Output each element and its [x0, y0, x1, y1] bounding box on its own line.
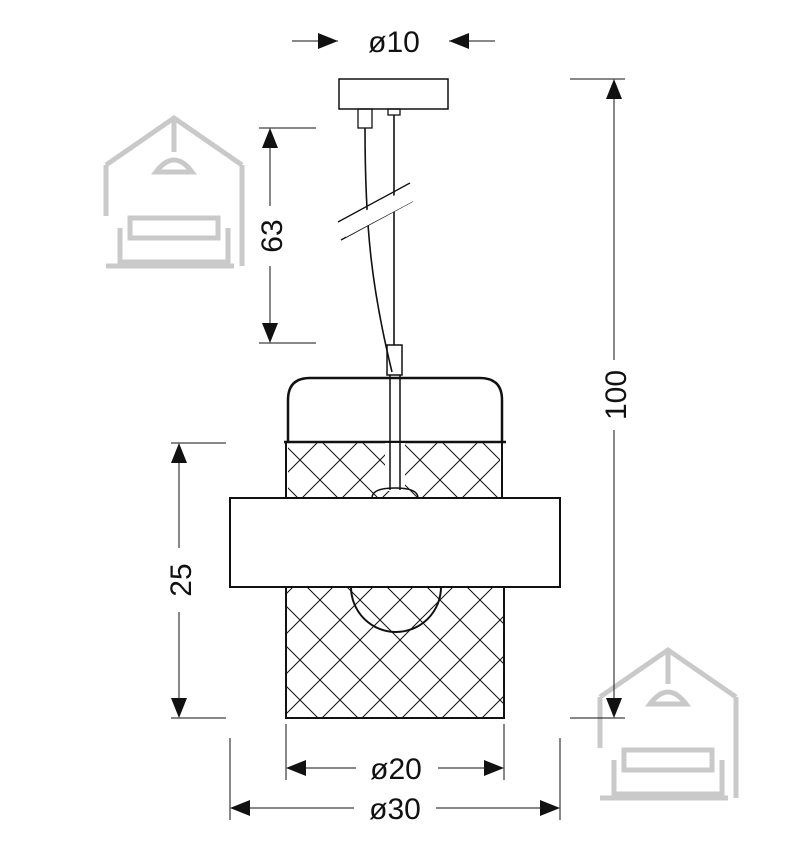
lamp-holder	[371, 487, 419, 499]
house-lamp-sofa-watermark-icon	[597, 646, 739, 801]
house-lamp-sofa-watermark-icon	[103, 114, 245, 269]
dimension-outer-diameter: ø30	[369, 793, 421, 826]
outer-ring	[229, 497, 561, 588]
dimension-total-height: 100	[600, 370, 633, 420]
light-bulb	[350, 586, 442, 633]
dimension-inner-diameter: ø20	[370, 753, 422, 786]
dimension-canopy-diameter: ø10	[368, 26, 420, 59]
canopy-fitting	[387, 108, 401, 116]
dimension-cable-length: 63	[256, 219, 289, 252]
ceiling-canopy	[338, 78, 449, 110]
canopy-fitting	[357, 108, 373, 129]
power-cable	[364, 127, 393, 373]
lower-mesh	[287, 587, 504, 718]
dimension-shade-height: 25	[165, 563, 198, 596]
cable-sleeve	[386, 344, 403, 376]
shade-top-cap	[286, 376, 504, 441]
